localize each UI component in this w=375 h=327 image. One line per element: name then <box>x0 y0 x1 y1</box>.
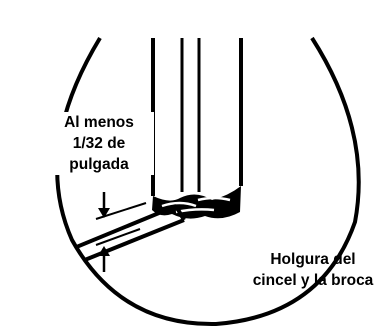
drill-bit-tip <box>152 186 241 219</box>
clearance-line-2: cincel y la broca <box>252 272 374 289</box>
magnifier-circle <box>55 36 361 327</box>
drill-bit <box>151 38 243 196</box>
minimum-gap-line-1: Al menos <box>64 114 134 131</box>
minimum-gap-label: Al menos 1/32 de pulgada <box>44 112 154 175</box>
minimum-gap-line-3: pulgada <box>69 156 129 173</box>
clearance-line-1: Holgura del <box>270 251 356 268</box>
minimum-gap-line-2: 1/32 de <box>72 135 126 152</box>
clearance-label: Holgura del cincel y la broca <box>252 249 374 291</box>
clearance-dimension <box>95 192 147 272</box>
